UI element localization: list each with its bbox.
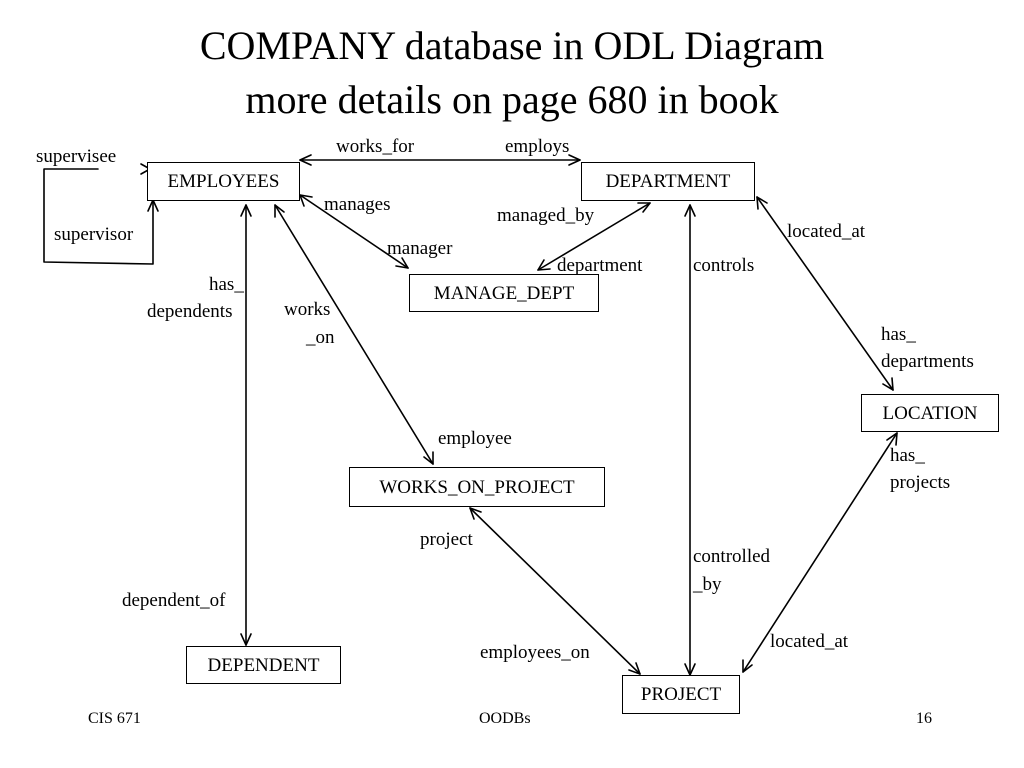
label-controlled-by-1: controlled <box>693 546 771 567</box>
footer-course: CIS 671 <box>88 710 141 727</box>
location-project-arrowhead-top <box>886 432 898 446</box>
label-employee: employee <box>438 428 512 449</box>
label-has-departments-1: has_ <box>881 324 916 345</box>
title-line-1: COMPANY database in ODL Diagram <box>199 23 825 68</box>
label-project: project <box>420 529 473 550</box>
label-has-projects-1: has_ <box>890 445 925 466</box>
works-for-arrowhead-left <box>299 154 312 166</box>
managed-by-arrowhead-bottom <box>537 259 551 271</box>
footer-topic: OODBs <box>479 710 531 727</box>
node-department: DEPARTMENT <box>581 162 755 201</box>
label-has-departments-2: departments <box>881 351 974 372</box>
title-line-2: more details on page 680 in book <box>245 77 779 122</box>
label-supervisee: supervisee <box>36 146 117 167</box>
managed-by-line <box>537 202 651 271</box>
label-controlled-by-2: _by <box>693 574 722 595</box>
controls-arrowhead-top <box>684 204 696 217</box>
location-project-line <box>742 432 898 673</box>
dependents-arrowhead-bottom <box>240 633 252 646</box>
label-has-projects-2: projects <box>890 472 951 493</box>
label-managed-by: managed_by <box>497 205 595 226</box>
label-works-on-1: works <box>284 299 331 320</box>
label-dependent-of: dependent_of <box>122 590 226 611</box>
footer-slide-number: 16 <box>916 710 932 727</box>
label-works-for: works_for <box>336 136 415 157</box>
label-supervisor: supervisor <box>54 224 134 245</box>
manages-line <box>299 194 409 269</box>
works-for-arrowhead-right <box>568 154 581 166</box>
works-on-arrowhead-bottom <box>423 451 434 465</box>
dept-location-arrowhead-top <box>756 196 768 210</box>
managed-by-arrowhead-top <box>637 202 651 213</box>
label-employees-on: employees_on <box>480 642 590 663</box>
project-employees-arrowhead-top <box>469 507 482 520</box>
works-on-line <box>274 204 434 465</box>
label-manager: manager <box>387 238 453 259</box>
label-located-at-dept: located_at <box>787 221 866 242</box>
label-department: department <box>557 255 643 276</box>
node-project: PROJECT <box>622 675 740 714</box>
node-works-on-project: WORKS_ON_PROJECT <box>349 467 605 507</box>
works-on-arrowhead-top <box>274 204 285 218</box>
manages-arrowhead-top <box>299 194 313 207</box>
supervision-loop-line <box>43 168 154 265</box>
project-employees-line <box>469 507 641 675</box>
dependents-arrowhead-top <box>240 204 252 217</box>
label-has-dependents-2: dependents <box>147 301 233 322</box>
label-has-dependents-1: has_ <box>209 274 244 295</box>
project-employees-arrowhead-bottom <box>628 662 641 675</box>
dept-location-line <box>756 196 894 391</box>
label-located-at-proj: located_at <box>770 631 849 652</box>
node-employees: EMPLOYEES <box>147 162 300 201</box>
node-manage-dept: MANAGE_DEPT <box>409 274 599 312</box>
dept-location-arrowhead-bottom <box>882 377 894 391</box>
label-employs: employs <box>505 136 570 157</box>
node-dependent: DEPENDENT <box>186 646 341 684</box>
label-controls: controls <box>693 255 755 276</box>
manages-arrowhead-bottom <box>395 257 409 269</box>
label-works-on-2: _on <box>306 327 335 348</box>
label-manages: manages <box>324 194 391 215</box>
node-location: LOCATION <box>861 394 999 432</box>
location-project-arrowhead-bottom <box>742 659 753 673</box>
